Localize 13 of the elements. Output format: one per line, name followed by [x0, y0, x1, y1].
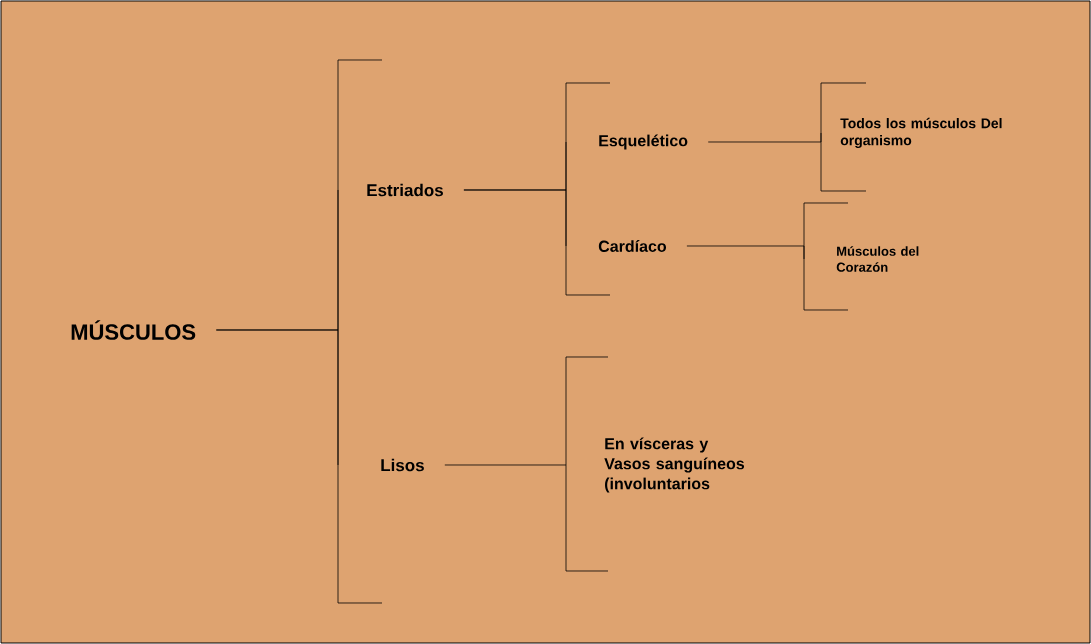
label-text: Esquelético [599, 134, 688, 150]
label-text: Cardíaco [598, 240, 667, 252]
connector-line [215, 329, 339, 466]
label-text: Músculos del Corazón [836, 246, 919, 272]
connector-line [686, 245, 805, 260]
label-text: Todos los músculos Del organismo [840, 117, 1002, 149]
label-text: Lisos [381, 458, 424, 472]
label-text: En vísceras y Vasos sanguíneos (involuntarios [604, 437, 745, 493]
connector-line [463, 189, 567, 247]
connector-line [707, 132, 822, 143]
connector-line [444, 464, 567, 466]
label-text: MÚSCULOS [71, 320, 196, 340]
label-text: Estriados [367, 183, 443, 197]
